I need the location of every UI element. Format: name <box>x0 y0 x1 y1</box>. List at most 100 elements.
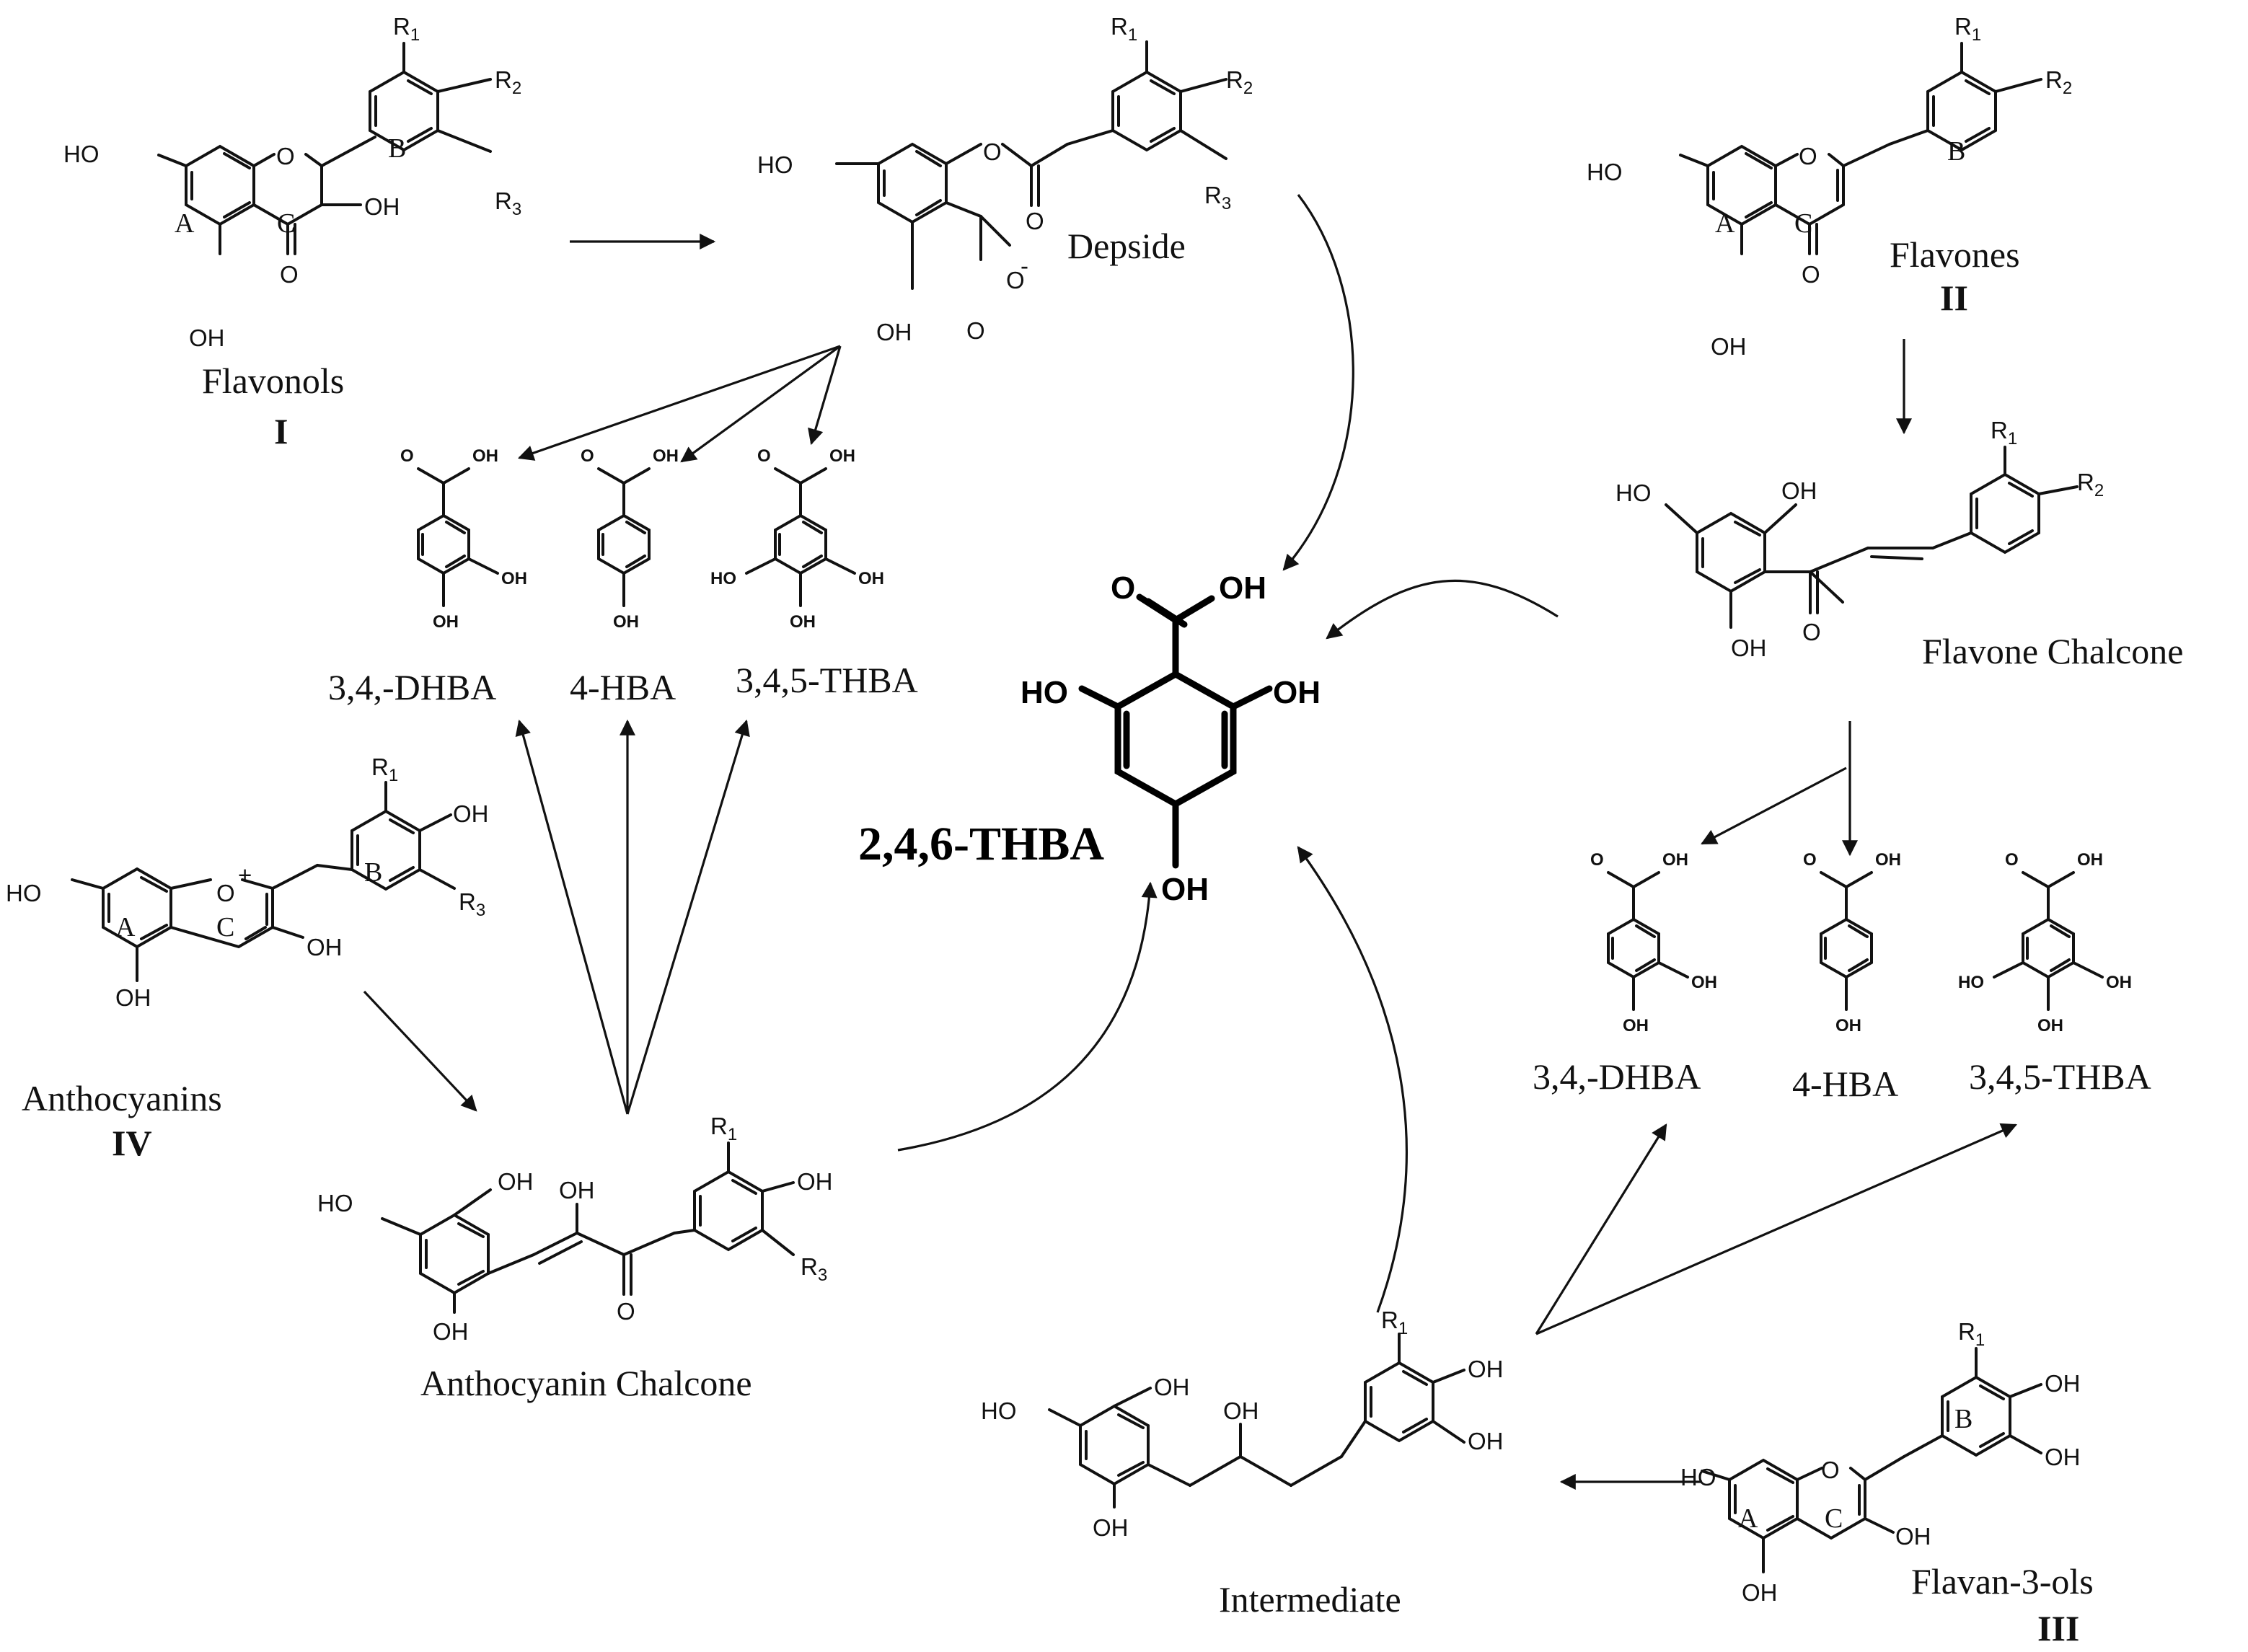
flavan3ols-ring-o: O <box>1821 1457 1840 1483</box>
product-label: 2,4,6-THBA <box>858 818 1104 870</box>
hba-right-label: 4-HBA <box>1792 1064 1898 1104</box>
flavonols-keto-o: O <box>280 261 299 288</box>
intermediate-label: Intermediate <box>1219 1579 1401 1620</box>
flavone-chalcone-label: Flavone Chalcone <box>1922 631 2183 671</box>
acid-dhba-left-structure <box>417 467 499 607</box>
arrow-depside-to-dhba <box>517 345 841 461</box>
flavonols-oh-5: OH <box>189 324 225 351</box>
anthocyanins-ring-c: C <box>216 912 234 942</box>
dhba-right-oh4: OH <box>1623 1016 1649 1035</box>
anthocyanins-ring-a: A <box>115 912 136 942</box>
product-ho-2: HO <box>1021 675 1068 710</box>
intermediate-ho: HO <box>981 1397 1017 1424</box>
flavan3ols-label: Flavan-3-ols <box>1911 1561 2094 1602</box>
flavan3ols-ring-a: A <box>1738 1503 1758 1534</box>
depside-carboxylate-o: O <box>1006 267 1025 293</box>
anthocyanins-r3: R3 <box>459 888 485 920</box>
depside-label: Depside <box>1067 226 1186 266</box>
depside-r1: R1 <box>1111 13 1137 45</box>
product-carboxyl-oh: OH <box>1219 570 1266 606</box>
flavones-roman: II <box>1940 278 1968 318</box>
anthocyanins-plus: + <box>238 862 252 888</box>
depside-carboxylate-o2: O <box>966 317 985 344</box>
product-keto-o: O <box>1111 570 1135 606</box>
flavones-ring-c: C <box>1794 208 1812 239</box>
intermediate-oh-middle: OH <box>1223 1397 1259 1424</box>
depside-r2: R2 <box>1226 66 1253 98</box>
anthocyanin-chalcone-ho: HO <box>317 1190 353 1216</box>
hba-left-o: O <box>581 446 594 466</box>
thba-left-label: 3,4,5-THBA <box>736 660 918 700</box>
depside-r3: R3 <box>1204 182 1231 213</box>
anthocyanin-chalcone-r3: R3 <box>801 1253 827 1285</box>
dhba-left-oh3: OH <box>501 569 527 588</box>
anthocyanins-label: Anthocyanins <box>22 1078 222 1118</box>
product-oh-6: OH <box>1273 675 1321 710</box>
flavan3ols-oh-4p: OH <box>2045 1444 2081 1470</box>
dhba-right-o: O <box>1590 850 1604 870</box>
product-246-thba-structure <box>1078 593 1273 869</box>
flavonols-ring-b: B <box>388 133 406 164</box>
anthocyanin-chalcone-oh: OH <box>797 1168 833 1195</box>
flavonols-structure <box>157 42 492 255</box>
anthocyanin-chalcone-enol-oh: OH <box>559 1177 595 1203</box>
intermediate-oh-3p: OH <box>1468 1356 1504 1382</box>
flavan3ols-ho: HO <box>1680 1464 1716 1490</box>
depside-ester-o: O <box>983 138 1002 165</box>
dhba-left-oh: OH <box>472 446 498 466</box>
arrow-chalcone-to-thba <box>626 719 750 1115</box>
dhba-left-o: O <box>400 446 414 466</box>
anthocyanin-chalcone-r1: R1 <box>710 1113 737 1144</box>
thba-right-ho3: HO <box>1958 973 1984 992</box>
acid-thba-left-structure <box>745 467 856 607</box>
flavan3ols-ring-c: C <box>1825 1503 1843 1534</box>
thba-left-ho3: HO <box>710 569 736 588</box>
hba-right-oh: OH <box>1875 850 1901 870</box>
flavones-ring-a: A <box>1715 208 1735 239</box>
hba-right-oh4: OH <box>1835 1016 1861 1035</box>
flavan3ols-oh-5: OH <box>1742 1579 1778 1606</box>
anthocyanins-structure <box>71 781 456 982</box>
acid-hba-left-structure <box>597 467 651 607</box>
depside-structure <box>835 40 1227 290</box>
flavan3ols-ring-b: B <box>1954 1404 1972 1434</box>
depside-minus: - <box>1021 252 1028 279</box>
arrow-intermediate-to-product <box>1297 846 1408 1313</box>
anthocyanins-oh-4p: OH <box>453 800 489 827</box>
flavones-keto-o: O <box>1802 261 1820 288</box>
flavones-label: Flavones <box>1890 234 2020 275</box>
anthocyanins-roman: IV <box>112 1123 152 1163</box>
product-oh-4: OH <box>1161 872 1209 907</box>
anthocyanins-ho: HO <box>6 880 42 906</box>
flavones-r1: R1 <box>1954 13 1981 45</box>
anthocyanin-chalcone-label: Anthocyanin Chalcone <box>420 1363 752 1403</box>
dhba-left-label: 3,4,-DHBA <box>328 667 496 707</box>
arrow-depside-to-hba <box>680 345 841 463</box>
flavonols-roman: I <box>274 411 288 451</box>
hba-right-o: O <box>1803 850 1817 870</box>
intermediate-oh-top: OH <box>1154 1374 1190 1400</box>
arrow-depside-to-thba <box>808 345 842 446</box>
thba-right-oh4: OH <box>2037 1016 2063 1035</box>
flavonols-ring-a: A <box>175 208 195 239</box>
anthocyanins-ring-o: O <box>216 880 235 906</box>
depside-ho: HO <box>757 151 793 178</box>
flavone-chalcone-r1: R1 <box>1991 417 2017 449</box>
acid-dhba-right-structure <box>1607 871 1689 1011</box>
flavone-chalcone-keto-o: O <box>1802 619 1821 645</box>
thba-left-oh4: OH <box>790 612 816 632</box>
flavone-chalcone-ho: HO <box>1616 480 1652 506</box>
arrow-chalcone-to-dhba <box>515 719 629 1115</box>
acid-hba-right-structure <box>1820 871 1873 1011</box>
arrow-anthocyanins-to-chalcone <box>363 990 477 1112</box>
anthocyanin-chalcone-structure <box>381 1141 795 1314</box>
arrow-depside-to-product <box>1282 194 1354 571</box>
anthocyanin-chalcone-oh-top: OH <box>498 1168 534 1195</box>
flavonols-ring-c: C <box>277 208 295 239</box>
anthocyanins-ring-b: B <box>364 857 382 888</box>
flavan3ols-oh-3p: OH <box>2045 1370 2081 1397</box>
depside-carbonyl-o: O <box>1026 208 1044 234</box>
thba-right-o: O <box>2005 850 2019 870</box>
flavones-structure <box>1679 42 2042 255</box>
